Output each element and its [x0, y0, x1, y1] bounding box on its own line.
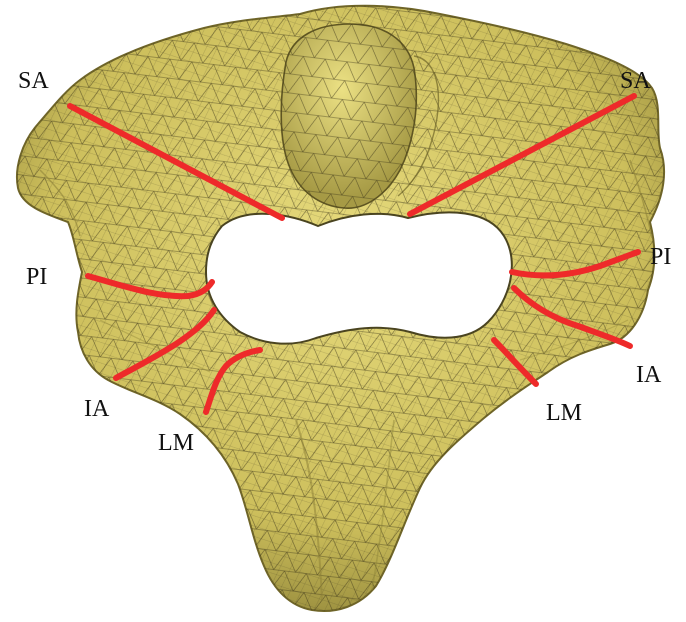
label-pi-left: PI — [26, 264, 47, 290]
label-sa-right: SA — [620, 68, 651, 94]
label-lm-right: LM — [546, 400, 582, 426]
label-lm-left: LM — [158, 430, 194, 456]
label-pi-right: PI — [650, 244, 671, 270]
label-sa-left: SA — [18, 68, 49, 94]
vertebral-foramen — [206, 212, 512, 343]
label-ia-left: IA — [84, 396, 110, 422]
label-ia-right: IA — [636, 362, 662, 388]
